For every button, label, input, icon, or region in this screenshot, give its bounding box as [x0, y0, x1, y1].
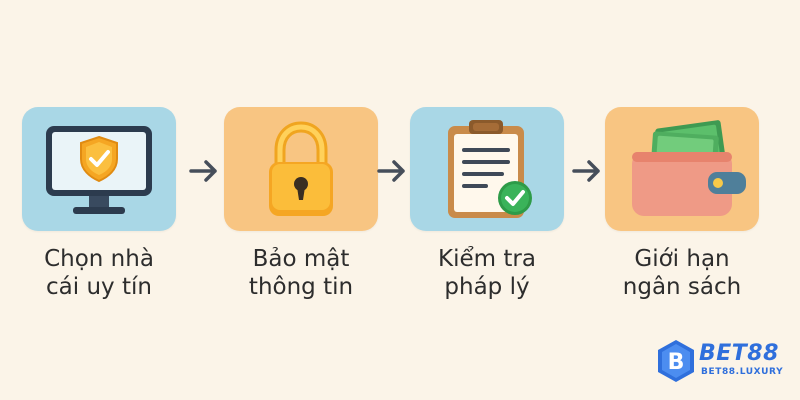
monitor-shield-icon [46, 126, 152, 214]
step-tile [605, 107, 759, 231]
step-label-line2: cái uy tín [46, 274, 152, 300]
step-check-legality: Kiểm tra pháp lý [410, 107, 564, 301]
padlock-icon [269, 121, 333, 216]
svg-text:B: B [668, 350, 685, 375]
step-label-line2: ngân sách [622, 274, 742, 300]
step-label-line1: Giới hạn [634, 246, 730, 272]
wallet-icon [632, 120, 746, 216]
step-tile [410, 107, 564, 231]
step-budget-limit: Giới hạn ngân sách [605, 107, 759, 301]
step-label: Giới hạn ngân sách [605, 245, 759, 301]
arrow-right-icon [572, 160, 600, 182]
step-label-line1: Kiểm tra [438, 246, 536, 272]
arrow-right-icon [377, 160, 405, 182]
logo-site: BET88.LUXURY [701, 367, 784, 377]
step-tile [22, 107, 176, 231]
step-label-line1: Chọn nhà [44, 246, 154, 272]
clipboard-check-icon [448, 120, 532, 218]
step-label: Bảo mật thông tin [224, 245, 378, 301]
step-label: Kiểm tra pháp lý [410, 245, 564, 301]
step-choose-reputable-house: Chọn nhà cái uy tín [22, 107, 176, 301]
step-secure-information: Bảo mật thông tin [224, 107, 378, 301]
step-label-line2: thông tin [248, 274, 354, 300]
step-label: Chọn nhà cái uy tín [22, 245, 176, 301]
logo-brand: BET88 [699, 341, 779, 366]
logo-b-badge-icon: B [658, 340, 694, 382]
step-label-line1: Bảo mật [252, 246, 350, 272]
step-tile [224, 107, 378, 231]
bet88-logo: B BET88 BET88.LUXURY [655, 338, 795, 386]
step-label-line2: pháp lý [444, 274, 530, 300]
arrow-right-icon [189, 160, 217, 182]
